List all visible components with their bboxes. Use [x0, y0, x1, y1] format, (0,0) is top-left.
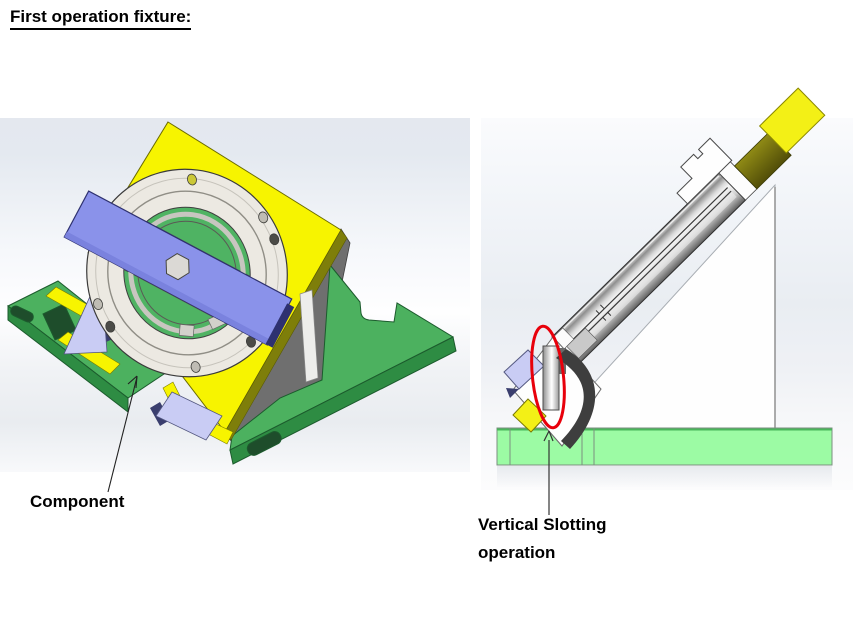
component-arrow	[107, 375, 138, 493]
slotting-tool	[542, 345, 560, 411]
hex-bolt	[165, 253, 190, 281]
lavender-support	[155, 391, 223, 441]
side-base-plate	[496, 427, 833, 488]
slotting-label-line1: Vertical Slotting	[478, 515, 607, 534]
clamp-bar-end-face	[265, 303, 295, 348]
clamp-tab	[178, 324, 195, 337]
component-annotation-label: Component	[30, 492, 125, 511]
slotting-annotation-label: Vertical Slotting operation	[478, 511, 606, 567]
stepped-locator-block	[676, 137, 733, 205]
section-tick-marks	[595, 304, 612, 321]
isometric-fixture-view	[0, 118, 470, 493]
flange-bolt-holes	[93, 173, 280, 373]
page-title: First operation fixture:	[10, 7, 192, 30]
navy-wedge	[506, 388, 519, 398]
side-section-view	[481, 87, 853, 515]
sectioned-component-stack	[551, 87, 826, 365]
base-plate-right	[229, 263, 457, 465]
base-slot-cutout	[246, 431, 282, 456]
yellow-cap-block	[758, 87, 826, 154]
clamp-strip	[299, 289, 319, 383]
slotting-arrow	[543, 430, 554, 515]
clamp-bar	[63, 190, 295, 348]
base-slot-cutout	[10, 305, 34, 323]
red-highlight-ellipse	[530, 324, 566, 430]
slotting-label-line2: operation	[478, 543, 556, 562]
chip-swoosh	[556, 349, 596, 449]
